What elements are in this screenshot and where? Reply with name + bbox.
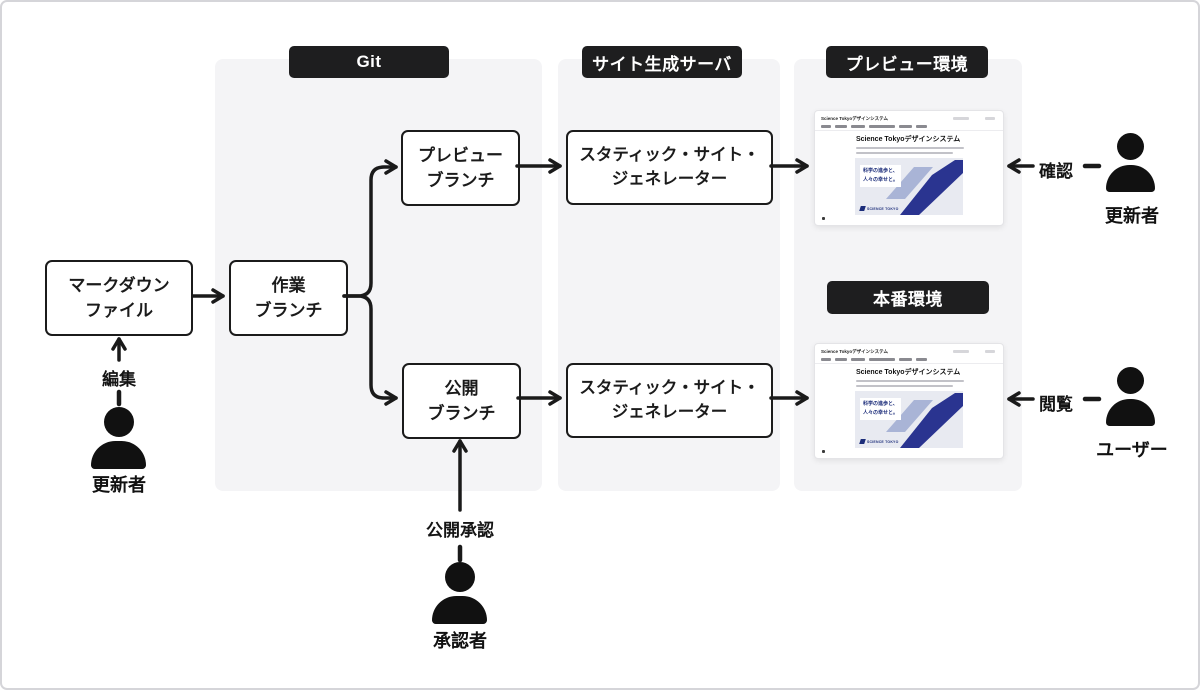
site-generation-server-label: サイト生成サーバ <box>592 54 732 74</box>
person-torso <box>1106 165 1155 192</box>
person-head <box>103 407 134 437</box>
preview-branch-node: プレビュー ブランチ <box>401 130 520 206</box>
thumb-hero-slogan: 科学の進歩と、 人々の幸せと。 <box>860 398 902 420</box>
git-header: Git <box>289 46 449 78</box>
person-head <box>1117 133 1144 160</box>
thumb-search-box <box>953 350 969 353</box>
ssg-top-line1: スタティック・サイト・ <box>579 145 760 164</box>
thumb-divider <box>815 363 1003 364</box>
work-branch-line1: 作業 <box>271 275 306 295</box>
production-site-thumbnail: Science Tokyoデザインシステム Science Tokyoデザインシ… <box>814 343 1004 459</box>
hero-slogan-line1: 科学の進歩と、 <box>863 168 898 174</box>
updater-left-person-icon <box>91 407 146 469</box>
updater-right-person-icon <box>1106 133 1155 192</box>
ssg-bottom-line1: スタティック・サイト・ <box>579 378 760 397</box>
thumb-paragraph-line <box>856 380 964 382</box>
science-tokyo-logo-text: SCIENCE TOKYO <box>867 439 899 444</box>
approver-person-icon <box>432 562 487 624</box>
preview-site-thumbnail: Science Tokyoデザインシステム Science Tokyoデザインシ… <box>814 110 1004 226</box>
user-label: ユーザー <box>1096 440 1168 460</box>
markdown-file-line2: ファイル <box>85 301 153 320</box>
thumb-paragraph-line <box>856 147 964 149</box>
publish-branch-node: 公開 ブランチ <box>402 363 521 439</box>
view-label: 閲覧 <box>1039 395 1073 414</box>
ssg-top-line2: ジェネレーター <box>611 169 728 188</box>
work-branch-node: 作業 ブランチ <box>229 260 348 336</box>
publish-branch-line2: ブランチ <box>427 404 496 423</box>
thumb-divider <box>815 130 1003 131</box>
thumb-hero-image: 科学の進歩と、 人々の幸せと。 SCIENCE TOKYO <box>855 391 963 448</box>
thumb-search-box <box>953 117 969 120</box>
person-head <box>444 562 475 592</box>
thumb-hero-image: 科学の進歩と、 人々の幸せと。 SCIENCE TOKYO <box>855 158 963 215</box>
ssg-bottom-line2: ジェネレーター <box>611 402 728 421</box>
person-torso <box>91 441 146 469</box>
science-tokyo-logo-motif <box>886 160 963 215</box>
thumb-footer-mark <box>822 217 825 220</box>
thumb-paragraph-line <box>856 151 953 154</box>
preview-environment-label: プレビュー環境 <box>845 54 969 74</box>
production-environment-header: 本番環境 <box>827 281 989 314</box>
thumb-heading: Science Tokyoデザインシステム <box>856 369 961 376</box>
science-tokyo-mark-icon <box>859 439 866 444</box>
approver-label: 承認者 <box>433 631 487 651</box>
publish-approval-label: 公開承認 <box>426 521 494 540</box>
ssg-bottom-node: スタティック・サイト・ ジェネレーター <box>566 363 773 438</box>
thumb-nav <box>821 125 927 128</box>
science-tokyo-logo-text: SCIENCE TOKYO <box>867 206 899 211</box>
markdown-file-node: マークダウン ファイル <box>45 260 193 336</box>
person-head <box>1117 367 1144 394</box>
thumb-footer-mark <box>822 450 825 453</box>
thumb-hero-logo: SCIENCE TOKYO <box>859 439 899 444</box>
thumb-heading: Science Tokyoデザインシステム <box>856 136 961 143</box>
thumb-hero-logo: SCIENCE TOKYO <box>859 206 899 211</box>
updater-right-label: 更新者 <box>1105 206 1159 226</box>
science-tokyo-logo-motif <box>886 393 963 448</box>
thumb-nav <box>821 358 927 361</box>
work-branch-line2: ブランチ <box>254 301 323 320</box>
confirm-label: 確認 <box>1039 162 1073 181</box>
ssg-top-node: スタティック・サイト・ ジェネレーター <box>566 130 773 205</box>
hero-slogan-line2: 人々の幸せと。 <box>863 177 899 183</box>
user-person-icon <box>1106 367 1155 426</box>
hero-slogan-line2: 人々の幸せと。 <box>863 410 899 416</box>
thumb-utility-item <box>985 117 995 120</box>
science-tokyo-mark-icon <box>859 206 866 211</box>
updater-left-label: 更新者 <box>92 475 146 495</box>
production-environment-label: 本番環境 <box>873 290 943 309</box>
git-header-label: Git <box>356 52 382 71</box>
thumb-paragraph-line <box>856 384 953 387</box>
thumb-hero-slogan: 科学の進歩と、 人々の幸せと。 <box>860 165 902 187</box>
preview-environment-header: プレビュー環境 <box>826 46 988 78</box>
hero-slogan-line1: 科学の進歩と、 <box>863 401 898 407</box>
site-generation-server-header: サイト生成サーバ <box>582 46 742 78</box>
thumb-browser-title: Science Tokyoデザインシステム <box>821 116 889 121</box>
person-torso <box>432 596 487 624</box>
edit-label: 編集 <box>102 370 136 389</box>
publish-branch-line1: 公開 <box>444 378 479 398</box>
markdown-file-line1: マークダウン <box>68 275 170 295</box>
thumb-utility-item <box>985 350 995 353</box>
preview-branch-line2: ブランチ <box>426 171 495 190</box>
person-torso <box>1106 399 1155 426</box>
preview-branch-line1: プレビュー <box>418 145 503 165</box>
thumb-browser-title: Science Tokyoデザインシステム <box>821 349 889 354</box>
